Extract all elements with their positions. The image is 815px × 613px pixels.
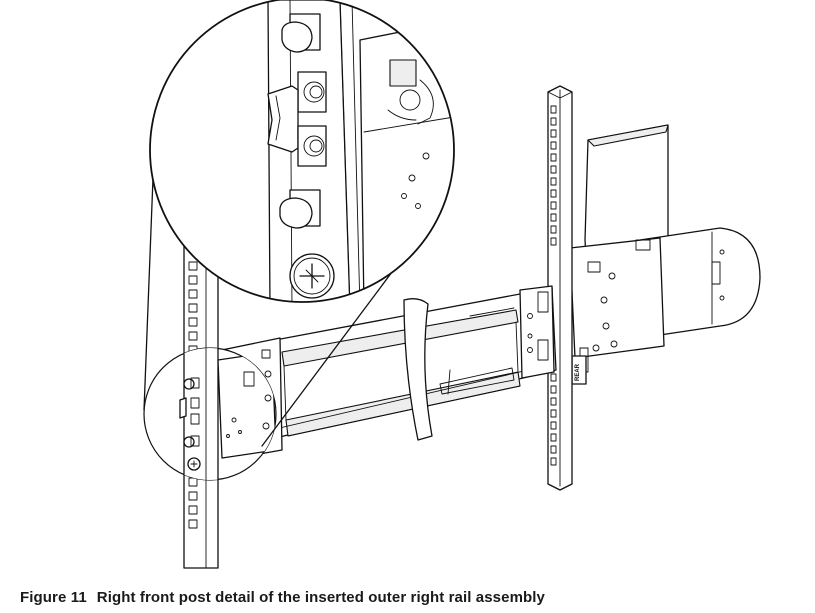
zoom-detail-circle [149,0,455,303]
rear-rack-post [547,85,573,491]
strap [403,298,433,441]
rail-assembly-illustration: REAR [143,0,761,569]
leader-line-right [261,267,396,447]
leader-line-left [143,177,154,411]
figure-caption: Figure 11 Right front post detail of the … [20,589,545,606]
rear-label: REAR [575,363,581,381]
rear-bracket-assembly: REAR [569,124,761,385]
figure-number: Figure 11 [20,589,87,606]
figure-caption-text: Right front post detail of the inserted … [96,589,545,606]
detail-callout-circle [143,347,277,481]
